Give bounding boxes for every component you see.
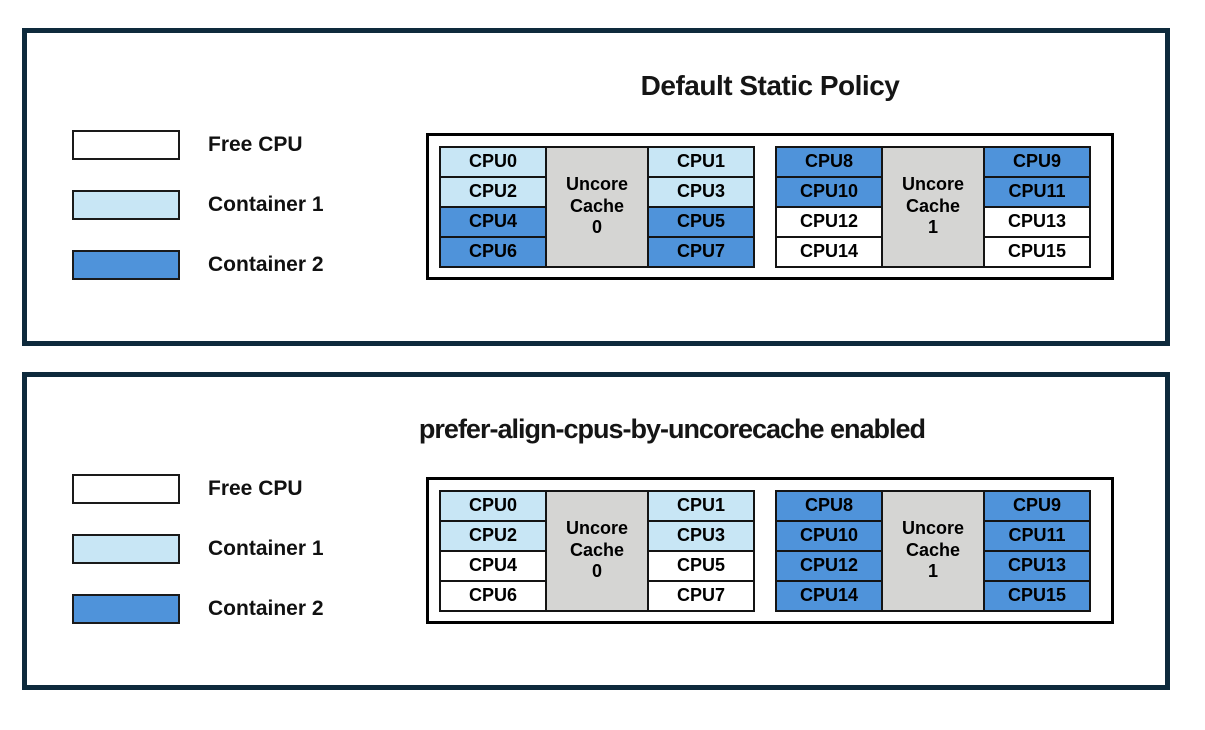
cpu-cell: CPU0 — [439, 489, 547, 522]
legend-item: Container 1 — [72, 534, 324, 564]
cpu-column-left: CPU0 CPU2 CPU4 CPU6 — [439, 489, 547, 612]
legend-item: Container 2 — [72, 594, 324, 624]
legend-label: Free CPU — [208, 133, 303, 156]
legend-label: Container 2 — [208, 253, 324, 276]
uncore-cache-group-1: CPU8 CPU10 CPU12 CPU14 Uncore Cache 1 CP… — [775, 489, 1091, 612]
cpu-cell: CPU2 — [439, 175, 547, 208]
cpu-cell: CPU11 — [983, 519, 1091, 552]
cpu-cell: CPU6 — [439, 579, 547, 612]
legend-label: Container 2 — [208, 597, 324, 620]
legend-item: Free CPU — [72, 130, 324, 160]
cpu-cell: CPU3 — [647, 519, 755, 552]
cpu-cell: CPU12 — [775, 549, 883, 582]
cpu-column-left: CPU0 CPU2 CPU4 CPU6 — [439, 145, 547, 268]
uncore-cache-block-0: Uncore Cache 0 — [545, 145, 649, 268]
cpu-cell: CPU0 — [439, 145, 547, 178]
cpu-cell: CPU13 — [983, 549, 1091, 582]
cpu-cell: CPU3 — [647, 175, 755, 208]
legend-swatch-container2 — [72, 594, 180, 624]
cache-label-line: Uncore — [565, 173, 628, 194]
cpu-cell: CPU7 — [647, 235, 755, 268]
socket-diagram: CPU0 CPU2 CPU4 CPU6 Uncore Cache 0 CPU1 … — [426, 133, 1114, 280]
uncore-cache-group-0: CPU0 CPU2 CPU4 CPU6 Uncore Cache 0 CPU1 … — [439, 489, 755, 612]
legend-item: Container 2 — [72, 250, 324, 280]
cache-label-line: Cache — [569, 195, 625, 216]
cpu-cell: CPU1 — [647, 489, 755, 522]
cache-label-line: Cache — [905, 195, 961, 216]
cpu-column-right: CPU9 CPU11 CPU13 CPU15 — [983, 489, 1091, 612]
cpu-cell: CPU5 — [647, 205, 755, 238]
cpu-cell: CPU8 — [775, 489, 883, 522]
cpu-column-right: CPU1 CPU3 CPU5 CPU7 — [647, 489, 755, 612]
cpu-column-left: CPU8 CPU10 CPU12 CPU14 — [775, 489, 883, 612]
uncore-cache-group-1: CPU8 CPU10 CPU12 CPU14 Uncore Cache 1 CP… — [775, 145, 1091, 268]
legend-label: Container 1 — [208, 537, 324, 560]
panel-prefer-align-uncorecache: prefer-align-cpus-by-uncorecache enabled… — [22, 372, 1170, 690]
cpu-cell: CPU10 — [775, 175, 883, 208]
legend-label: Free CPU — [208, 477, 303, 500]
legend-swatch-container2 — [72, 250, 180, 280]
cpu-column-left: CPU8 CPU10 CPU12 CPU14 — [775, 145, 883, 268]
cpu-cell: CPU14 — [775, 579, 883, 612]
cache-label-line: Cache — [569, 539, 625, 560]
cpu-column-right: CPU9 CPU11 CPU13 CPU15 — [983, 145, 1091, 268]
cpu-cell: CPU14 — [775, 235, 883, 268]
cpu-cell: CPU4 — [439, 549, 547, 582]
cache-label-line: Uncore — [565, 517, 628, 538]
legend: Free CPU Container 1 Container 2 — [72, 130, 324, 310]
legend-swatch-free-cpu — [72, 474, 180, 504]
legend: Free CPU Container 1 Container 2 — [72, 474, 324, 654]
cpu-cell: CPU9 — [983, 489, 1091, 522]
cpu-cell: CPU8 — [775, 145, 883, 178]
uncore-cache-group-0: CPU0 CPU2 CPU4 CPU6 Uncore Cache 0 CPU1 … — [439, 145, 755, 268]
cpu-cell: CPU4 — [439, 205, 547, 238]
cache-label-line: Uncore — [901, 517, 964, 538]
cache-label-line: 1 — [927, 217, 938, 238]
legend-item: Container 1 — [72, 190, 324, 220]
cache-label-line: 0 — [591, 217, 602, 238]
cache-label-line: Cache — [905, 539, 961, 560]
panel-title: prefer-align-cpus-by-uncorecache enabled — [418, 414, 926, 444]
cpu-cell: CPU12 — [775, 205, 883, 238]
cpu-cell: CPU10 — [775, 519, 883, 552]
cpu-cell: CPU1 — [647, 145, 755, 178]
legend-swatch-container1 — [72, 190, 180, 220]
cache-label-line: 0 — [591, 561, 602, 582]
socket-diagram: CPU0 CPU2 CPU4 CPU6 Uncore Cache 0 CPU1 … — [426, 477, 1114, 624]
cpu-cell: CPU15 — [983, 579, 1091, 612]
cache-label-line: 1 — [927, 561, 938, 582]
cpu-cell: CPU2 — [439, 519, 547, 552]
cpu-cell: CPU5 — [647, 549, 755, 582]
legend-swatch-container1 — [72, 534, 180, 564]
cpu-cell: CPU11 — [983, 175, 1091, 208]
cpu-column-right: CPU1 CPU3 CPU5 CPU7 — [647, 145, 755, 268]
cpu-cell: CPU7 — [647, 579, 755, 612]
cpu-cell: CPU15 — [983, 235, 1091, 268]
uncore-cache-block-0: Uncore Cache 0 — [545, 489, 649, 612]
cache-label-line: Uncore — [901, 173, 964, 194]
cpu-cell: CPU6 — [439, 235, 547, 268]
cpu-cell: CPU9 — [983, 145, 1091, 178]
uncore-cache-block-1: Uncore Cache 1 — [881, 489, 985, 612]
legend-swatch-free-cpu — [72, 130, 180, 160]
legend-item: Free CPU — [72, 474, 324, 504]
panel-title: Default Static Policy — [640, 70, 900, 101]
uncore-cache-block-1: Uncore Cache 1 — [881, 145, 985, 268]
cpu-cell: CPU13 — [983, 205, 1091, 238]
legend-label: Container 1 — [208, 193, 324, 216]
panel-default-static-policy: Default Static Policy Free CPU Container… — [22, 28, 1170, 346]
